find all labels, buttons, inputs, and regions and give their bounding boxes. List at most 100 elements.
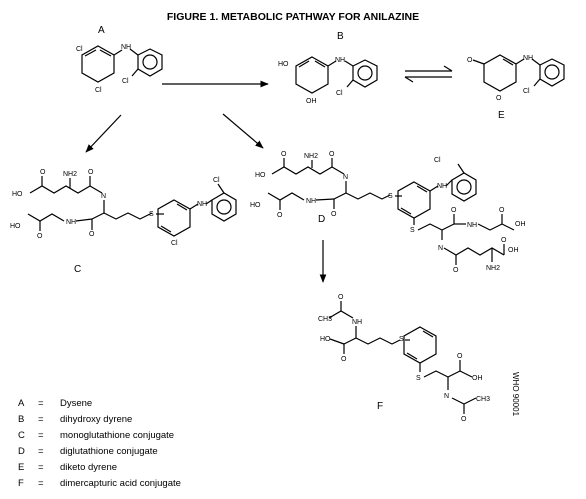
- compound-d-s-top: S: [388, 193, 393, 200]
- compound-d-o-acid-top: O: [281, 151, 287, 158]
- compound-c-o-gly: O: [37, 233, 43, 240]
- legend-key: C: [18, 430, 25, 441]
- compound-e-o-top: O: [467, 57, 473, 64]
- legend-row-f: F = dimercapturic acid conjugate: [18, 478, 181, 489]
- compound-c-o-amide1: O: [88, 169, 94, 176]
- side-code: WHO 90001: [510, 372, 520, 417]
- compound-f-n-bottom: N: [444, 393, 449, 400]
- compound-d-o-gly: O: [277, 212, 283, 219]
- compound-c-o-amide2: O: [89, 231, 95, 238]
- legend-text: diglutathione conjugate: [60, 446, 158, 457]
- compound-c-triazine-ring: [157, 199, 191, 237]
- legend-text: dimercapturic acid conjugate: [60, 478, 181, 489]
- compound-c-nh2: NH2: [63, 171, 77, 178]
- compound-a-phenyl-ring: [137, 48, 163, 77]
- compound-c-o-acid: O: [40, 169, 46, 176]
- compound-b-oh-bottom: OH: [306, 98, 317, 105]
- compound-c-nh-gly: NH: [66, 219, 76, 226]
- compound-f-o-acid-bottom: O: [457, 353, 463, 360]
- legend-row-b: B = dihydroxy dyrene: [18, 414, 132, 425]
- compound-e-nh: NH: [523, 55, 533, 62]
- compound-c-s: S: [149, 211, 154, 218]
- legend-row-c: C = monoglutathione conjugate: [18, 430, 174, 441]
- legend-eq: =: [38, 478, 44, 489]
- compound-d-nh-aryl: NH: [437, 183, 447, 190]
- legend-row-e: E = diketo dyrene: [18, 462, 117, 473]
- legend-text: monoglutathione conjugate: [60, 430, 175, 441]
- legend-eq: =: [38, 398, 44, 409]
- compound-d-nh2-top: NH2: [304, 153, 318, 160]
- compound-c-cl-ring: Cl: [171, 240, 178, 247]
- legend-eq: =: [38, 430, 44, 441]
- compound-f-o-acid-top: O: [341, 356, 347, 363]
- compound-f-s-bottom: S: [416, 375, 421, 382]
- legend-key: B: [18, 414, 25, 425]
- figure-title: FIGURE 1. METABOLIC PATHWAY FOR ANILAZIN…: [167, 11, 419, 23]
- compound-c-n1: N: [101, 193, 106, 200]
- legend-row-a: A = Dysene: [18, 398, 92, 409]
- compound-c-nh-aryl: NH: [197, 201, 207, 208]
- compound-c-ho-top: HO: [12, 191, 23, 198]
- compound-b-oh-top: HO: [278, 61, 289, 68]
- compound-c-label: C: [74, 264, 81, 275]
- compound-f-label: F: [377, 401, 383, 412]
- compound-d: NH2 HO O O N S O NH HO O NH Cl S: [250, 151, 526, 274]
- compound-d-oh-acid-bottom: OH: [508, 247, 519, 254]
- compound-e: O O NH Cl E: [467, 54, 565, 121]
- compound-e-o-bottom: O: [496, 95, 502, 102]
- compound-d-triazine-ring: [397, 181, 431, 219]
- compound-a: A Cl Cl NH Cl: [76, 25, 163, 94]
- compound-b-cl: Cl: [336, 90, 343, 97]
- compound-f-o-acetyl-bottom: O: [461, 416, 467, 423]
- compound-e-triazine-ring: [483, 54, 517, 92]
- compound-e-label: E: [498, 110, 505, 121]
- compound-a-nh: NH: [121, 44, 131, 51]
- compound-a-cl-bottom: Cl: [95, 87, 102, 94]
- compound-b-label: B: [337, 31, 344, 42]
- compound-a-triazine-ring: [81, 45, 115, 83]
- compound-d-o-acid-bottom: O: [501, 237, 507, 244]
- compound-c: NH2 HO O O N S O NH HO O Cl NH Cl C: [10, 169, 237, 275]
- compound-b-phenyl-ring: [352, 59, 378, 88]
- compound-d-n-top: N: [343, 174, 348, 181]
- compound-d-phenyl-ring: [451, 172, 477, 202]
- compound-f-o-acetyl-top: O: [338, 294, 344, 301]
- legend-eq: =: [38, 462, 44, 473]
- legend-text: diketo dyrene: [60, 462, 118, 473]
- compound-f-ch3-top: CH3: [318, 316, 332, 323]
- compound-d-o-amide-top: O: [329, 151, 335, 158]
- compound-a-cl-phenyl: Cl: [122, 78, 129, 85]
- compound-d-o-gly-bottom: O: [499, 207, 505, 214]
- compound-b-triazine-ring: [295, 56, 329, 94]
- compound-f-s-top: S: [399, 336, 404, 343]
- compound-d-nh-gly-top: NH: [306, 198, 316, 205]
- legend-key: D: [18, 446, 25, 457]
- equilibrium-arrows: [404, 65, 453, 83]
- compound-f-oh-bottom: OH: [472, 375, 483, 382]
- compound-c-ho-bottom: HO: [10, 223, 21, 230]
- compound-a-cl-top: Cl: [76, 46, 83, 53]
- legend-eq: =: [38, 446, 44, 457]
- legend-row-d: D = diglutathione conjugate: [18, 446, 158, 457]
- compound-d-ho-top: HO: [255, 172, 266, 179]
- compound-f: O CH3 NH HO O S S N O OH O CH3 F: [318, 294, 490, 423]
- compound-d-label: D: [318, 214, 325, 225]
- compound-d-o-amide4: O: [453, 267, 459, 274]
- compound-f-triazine-ring: [403, 326, 437, 364]
- compound-d-nh2-bottom: NH2: [486, 265, 500, 272]
- compound-d-ho-gly: HO: [250, 202, 261, 209]
- legend-text: Dysene: [60, 398, 93, 409]
- compound-c-cl-phenyl: Cl: [213, 177, 220, 184]
- legend-text: dihydroxy dyrene: [60, 414, 133, 425]
- compound-f-nh-top: NH: [352, 319, 362, 326]
- legend-key: F: [18, 478, 24, 489]
- arrow-a-to-d: [222, 113, 264, 149]
- compound-d-s-bottom: S: [410, 227, 415, 234]
- legend-key: E: [18, 462, 25, 473]
- compound-d-cl: Cl: [434, 157, 441, 164]
- compound-c-phenyl-ring: [211, 192, 237, 222]
- compound-e-cl: Cl: [523, 88, 530, 95]
- compound-d-n-bottom: N: [438, 245, 443, 252]
- compound-f-ho-top: HO: [320, 336, 331, 343]
